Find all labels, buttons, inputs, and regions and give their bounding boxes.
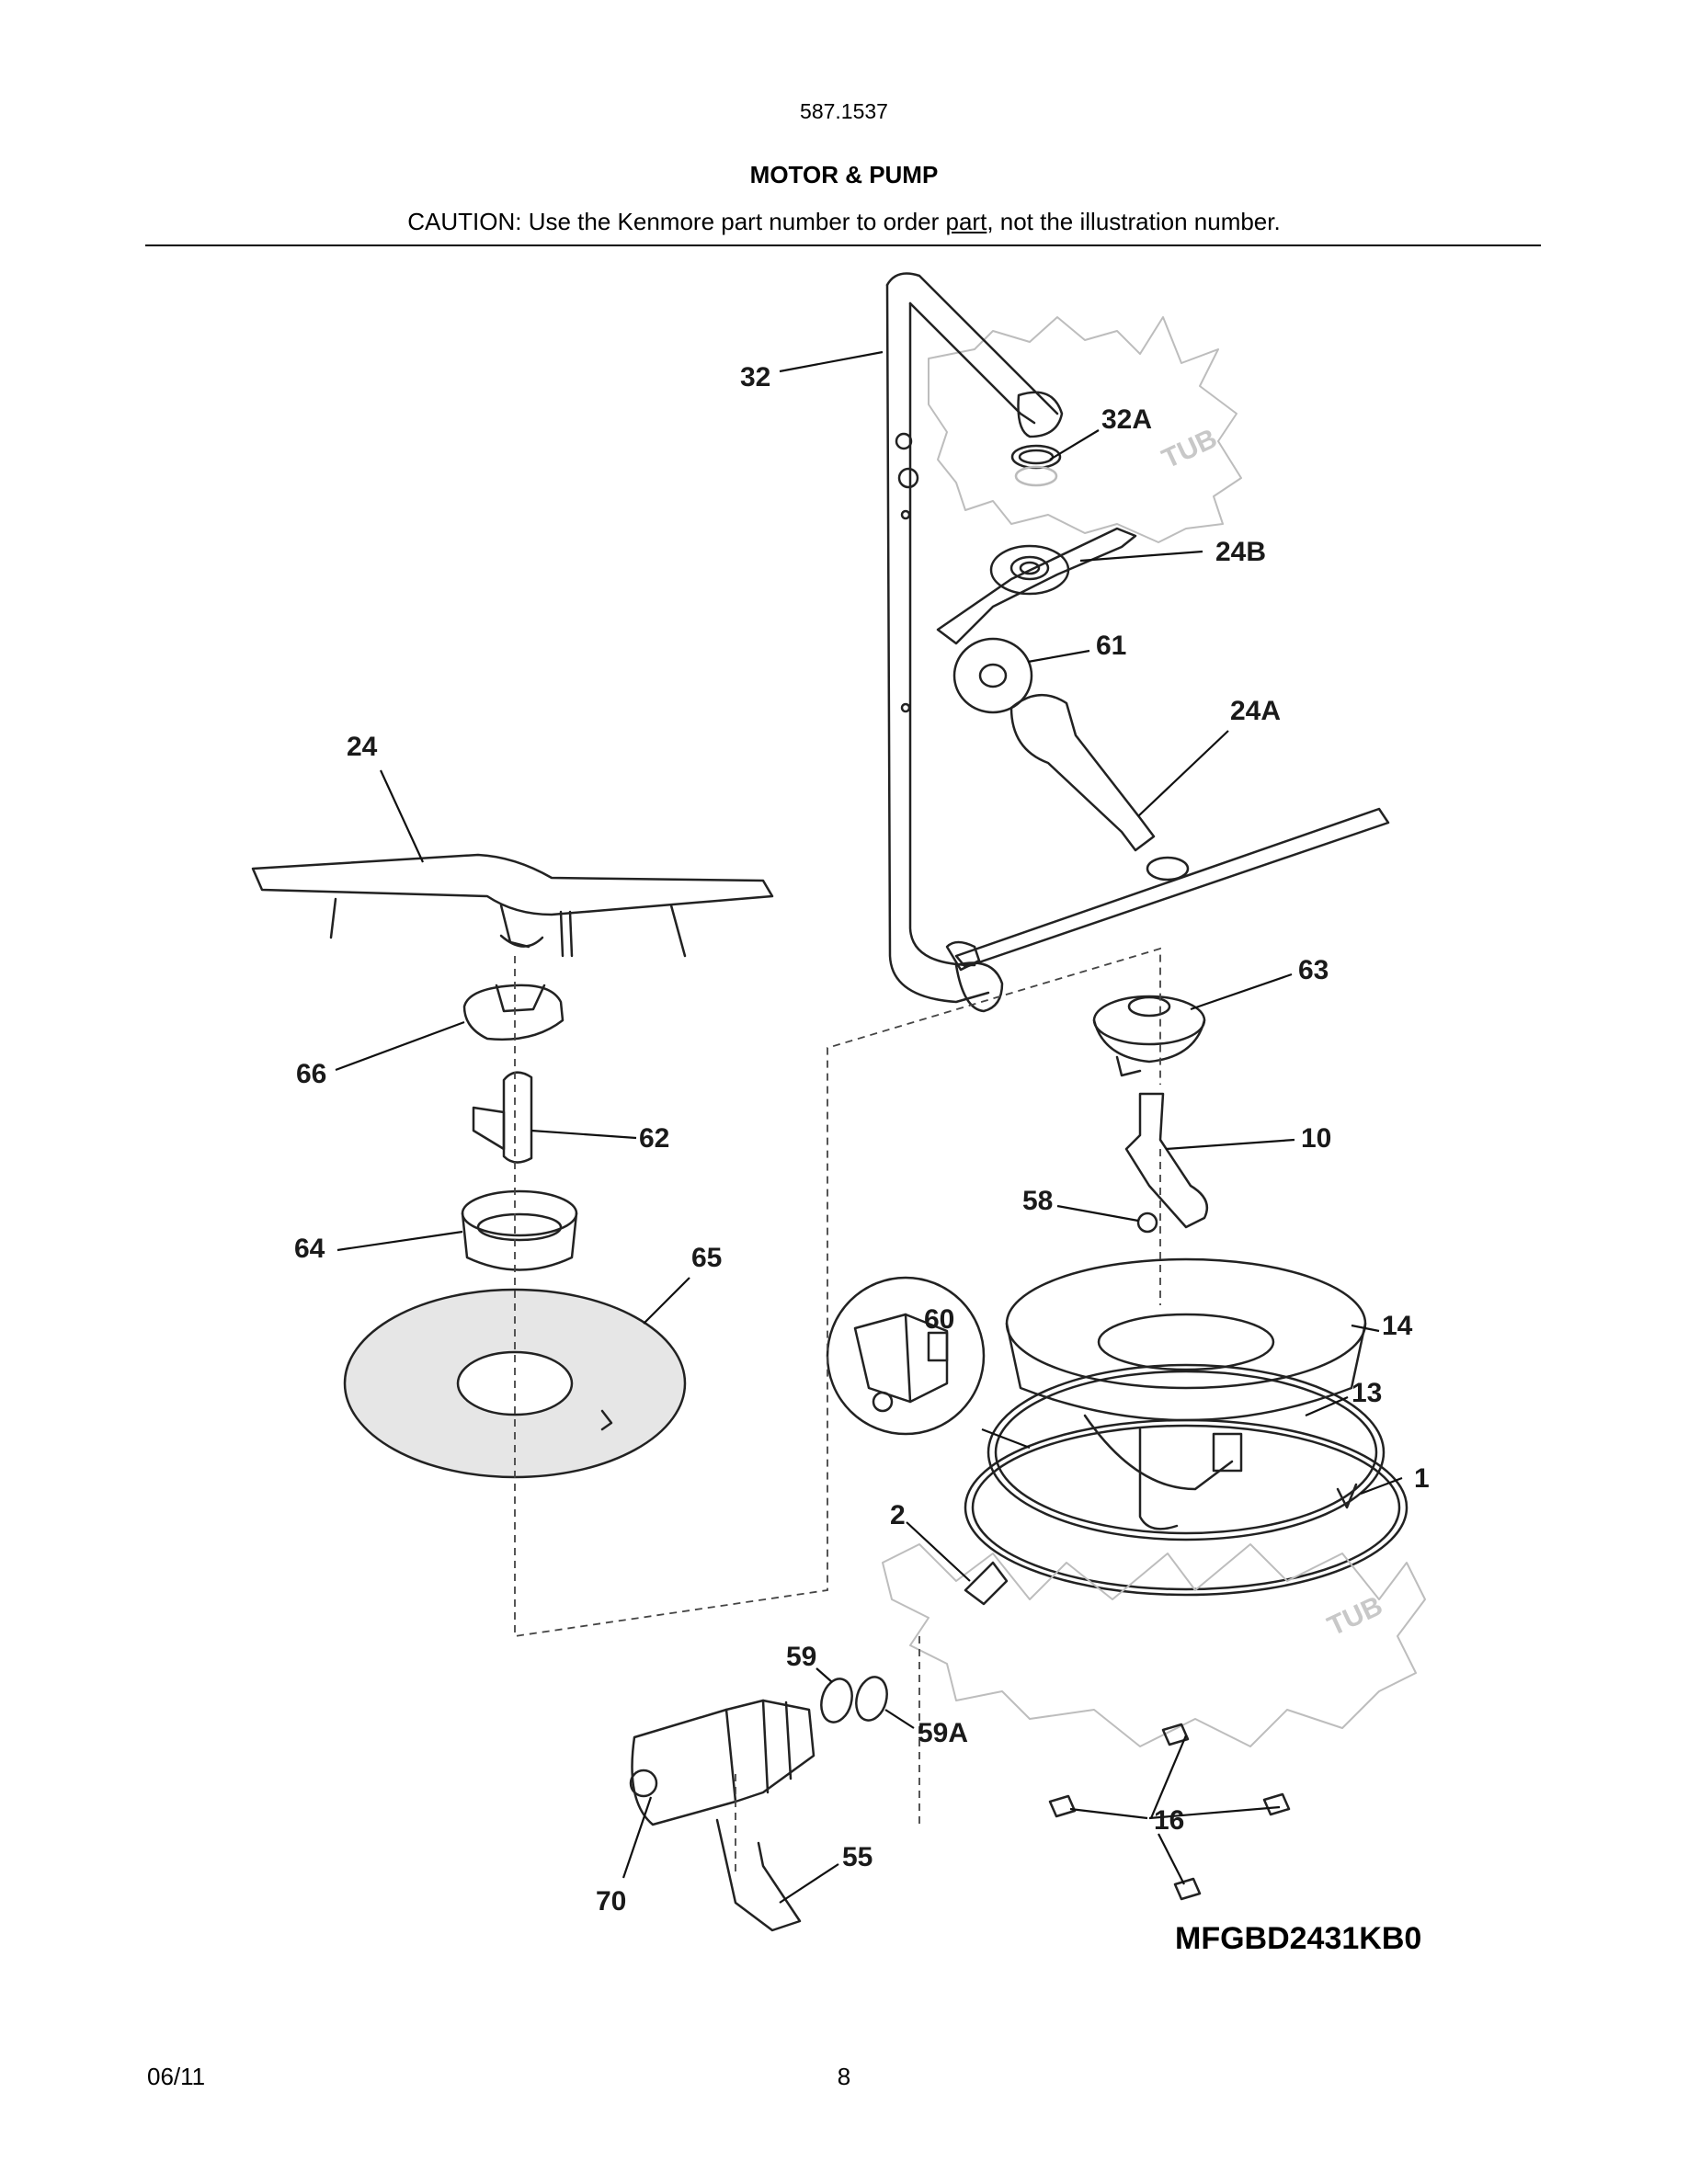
callout-label: 24B <box>1215 537 1266 567</box>
callout-label: 32A <box>1101 404 1152 435</box>
upper-spray-arm-part <box>936 527 1137 645</box>
header-rule <box>145 245 1541 246</box>
callout-labels: 32 32A 24B 61 24A 24 63 66 62 10 58 64 6… <box>294 362 1430 1917</box>
callout-label: 63 <box>1298 955 1329 985</box>
tub-outline-upper <box>928 316 1242 543</box>
clip-part <box>964 1561 1009 1606</box>
model-code: 587.1537 <box>800 99 888 123</box>
model-number: MFGBD2431KB0 <box>1175 1921 1422 1956</box>
heater-element-part <box>964 1418 1409 1597</box>
caution-note: CAUTION: Use the Kenmore part number to … <box>0 208 1688 236</box>
page-number: 8 <box>837 2063 851 2090</box>
section-title: MOTOR & PUMP <box>749 161 939 188</box>
motor-mounts-part <box>1048 1723 1291 1901</box>
gasket-ring-part <box>987 1363 1386 1541</box>
callout-label: 2 <box>890 1500 906 1530</box>
callout-label: 66 <box>296 1059 326 1089</box>
callout-label: 59A <box>918 1718 968 1748</box>
callout-label: 55 <box>842 1842 873 1872</box>
callout-label: 16 <box>1154 1805 1184 1836</box>
disc-part <box>952 637 1033 714</box>
callout-label: 1 <box>1414 1463 1430 1494</box>
caution-suffix: , not the illustration number. <box>987 208 1281 235</box>
callout-label: 10 <box>1301 1123 1331 1154</box>
filter-cap-part <box>462 984 565 1041</box>
callout-label: 62 <box>639 1123 669 1154</box>
caution-prefix: CAUTION: Use the Kenmore part number to … <box>407 208 946 235</box>
caution-underlined: part <box>945 208 987 235</box>
fine-filter-part <box>461 1189 578 1271</box>
supply-tube-part <box>885 272 1064 1013</box>
callout-label: 60 <box>924 1304 954 1335</box>
callout-label: 65 <box>691 1243 722 1273</box>
callout-label: 24A <box>1230 696 1281 726</box>
callout-label: 64 <box>294 1234 325 1264</box>
filter-tube-part <box>472 1071 533 1164</box>
callout-leader-lines <box>335 350 1403 1904</box>
diverter-part <box>1124 1092 1209 1229</box>
footer-date: 06/11 <box>147 2063 206 2090</box>
tub-label-lower: TUB <box>1323 1590 1387 1642</box>
o-ring-part <box>820 1678 853 1723</box>
assembly-guide-lines <box>514 947 1161 1875</box>
callout-label: 32 <box>740 362 770 392</box>
tub-label-upper: TUB <box>1158 423 1222 474</box>
seal-ring-part <box>1010 444 1062 487</box>
callout-label: 13 <box>1352 1378 1382 1408</box>
callout-label: 59 <box>786 1642 816 1672</box>
middle-spray-arm-part <box>251 853 774 958</box>
callout-label: 58 <box>1022 1186 1053 1216</box>
callout-label: 24 <box>347 732 378 762</box>
callout-label: 70 <box>596 1886 626 1917</box>
chopper-guard-part <box>1092 995 1206 1077</box>
o-ring-part-alt <box>855 1676 888 1722</box>
detail-circle-part <box>826 1276 986 1436</box>
pump-motor-part <box>629 1699 815 1826</box>
motor-bracket-part <box>715 1818 802 1932</box>
sump-housing-part <box>1005 1257 1367 1530</box>
callout-label: 61 <box>1096 631 1126 661</box>
check-ball-part <box>1136 1211 1158 1234</box>
tub-outline-lower <box>882 1543 1426 1747</box>
lower-spray-arm-part <box>945 693 1390 972</box>
callout-label: 14 <box>1382 1311 1413 1341</box>
